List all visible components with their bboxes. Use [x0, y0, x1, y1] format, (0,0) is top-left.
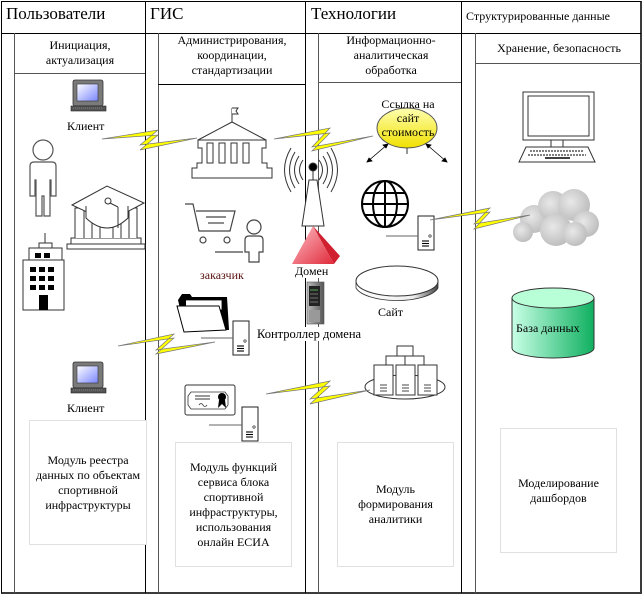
lightning-client-to-gis — [101, 129, 198, 151]
module-service-functions-esia[interactable]: Модуль функций сервиса блока спортивной … — [175, 442, 292, 567]
client-computer-icon-top — [70, 79, 107, 112]
header-divider — [1, 33, 641, 34]
lightning-folder-to-client — [117, 333, 216, 355]
workstation-icon-2 — [241, 406, 259, 442]
cloud-icon — [513, 189, 599, 246]
column-header-users: Пользователи — [6, 4, 106, 23]
subheader-users: Инициация, актуализация — [45, 38, 115, 67]
customer-label: заказчик — [200, 268, 244, 282]
desktop-monitor-icon — [518, 91, 596, 163]
module-dashboard-modeling[interactable]: Моделирование дашбордов — [500, 428, 617, 553]
column-header-gis: ГИС — [150, 4, 184, 23]
client-computer-icon-bottom — [70, 361, 107, 394]
site-disk-icon — [355, 265, 439, 301]
globe-icon — [361, 180, 409, 228]
radio-tower-icon — [284, 147, 338, 227]
server-cluster-icon — [364, 345, 446, 400]
subheader-technologies: Информационно-аналитическая обработка — [346, 33, 436, 77]
subheader-divider-3 — [318, 82, 461, 83]
subheader-gis: Администрирования, координации, стандарт… — [177, 33, 287, 77]
person-icon — [29, 139, 57, 217]
module-sports-infrastructure-registry[interactable]: Модуль реестра данных по объектам спорти… — [29, 420, 147, 545]
domain-controller-label: Контроллер домена — [257, 327, 362, 341]
module-analytics-generation[interactable]: Модуль формирования аналитики — [337, 442, 454, 567]
client-label-bottom: Клиент — [67, 401, 105, 415]
government-building-icon — [191, 107, 273, 179]
server-icon-tech — [417, 215, 435, 251]
subheader-divider-2 — [158, 84, 305, 85]
cost-site-link-label[interactable]: Ссылка на сайт стоимость — [381, 97, 435, 139]
arrow-connectors — [366, 143, 448, 163]
lightning-connectors[interactable] — [101, 127, 531, 405]
subheader-divider-1 — [14, 73, 145, 74]
column-header-structured-data: Структурированные данные — [466, 9, 610, 23]
lane-line-4 — [475, 33, 476, 593]
lightning-gis-to-tower — [273, 127, 374, 152]
client-label-top: Клиент — [67, 119, 105, 133]
folder-icon — [176, 294, 229, 333]
column-divider-3 — [461, 1, 462, 593]
customer-cart-icon — [185, 203, 264, 263]
lane-line-1 — [14, 33, 15, 593]
lane-line-2 — [158, 33, 159, 593]
workstation-icon-1 — [232, 320, 250, 356]
site-label: Сайт — [378, 305, 403, 319]
university-icon — [66, 185, 146, 250]
column-header-technologies: Технологии — [311, 4, 397, 23]
lightning-cert-to-cluster — [265, 380, 371, 405]
database-icon — [511, 287, 595, 359]
column-divider-1 — [145, 1, 146, 593]
office-building-icon — [22, 233, 65, 311]
column-divider-2 — [305, 1, 306, 593]
domain-pyramid-icon — [292, 226, 340, 264]
database-label: База данных — [516, 321, 580, 335]
domain-server-icon — [306, 281, 325, 325]
domain-label: Домен — [295, 264, 329, 278]
subheader-structured-data: Хранение, безопасность — [497, 41, 621, 55]
certificate-icon — [184, 384, 236, 416]
lightning-tech-to-cloud — [429, 207, 531, 230]
subheader-divider-4 — [475, 63, 641, 64]
